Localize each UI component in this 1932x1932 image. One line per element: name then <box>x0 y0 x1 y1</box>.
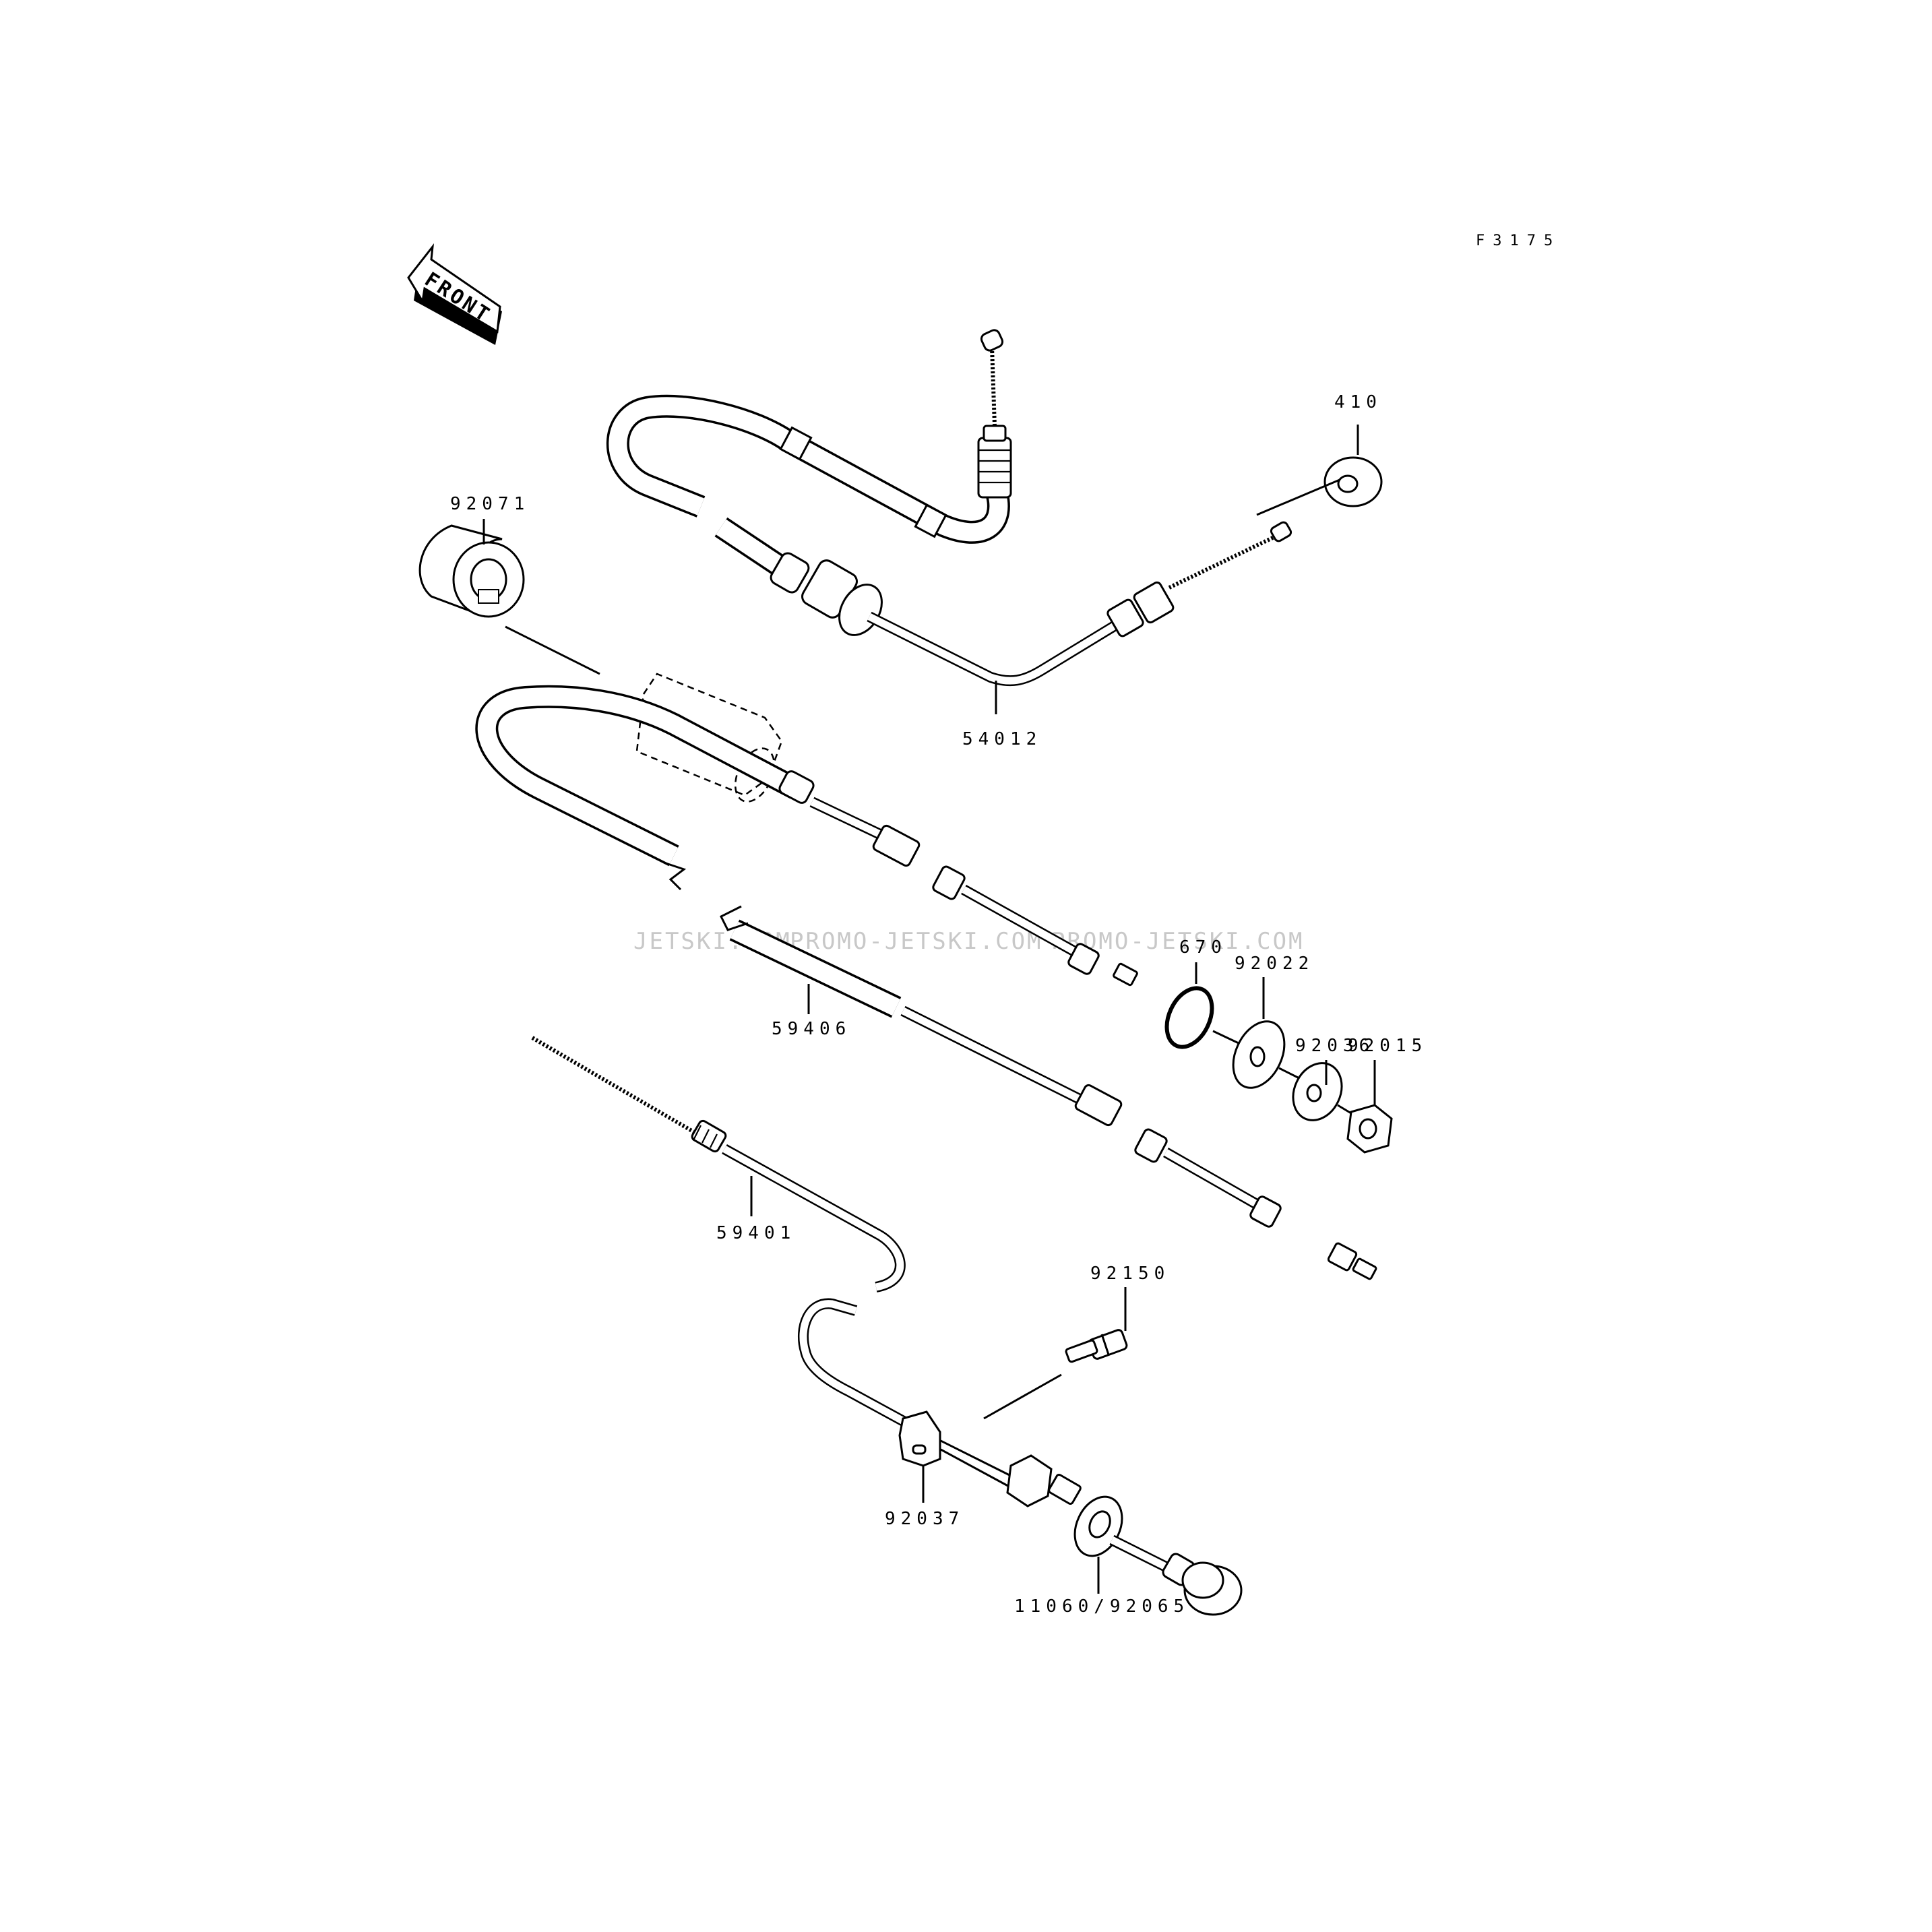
bolt-92150 <box>1065 1287 1128 1363</box>
part-label-59401: 59401 <box>716 1223 796 1243</box>
o-ring-670 <box>1164 962 1239 1049</box>
part-label-59406: 59406 <box>772 1019 851 1039</box>
part-label-92150: 92150 <box>1090 1264 1170 1284</box>
part-label-92015: 92015 <box>1348 1036 1427 1056</box>
part-label-410: 410 <box>1334 392 1382 412</box>
washer-410 <box>1256 456 1383 516</box>
part-label-11060-92065: 11060/92065 <box>1014 1596 1189 1617</box>
lock-washer-92036 <box>1292 1060 1352 1121</box>
throttle-cable-54012 <box>606 329 1292 687</box>
figure-code: F3175 <box>1476 232 1561 249</box>
part-label-92036: 92036 <box>1295 1036 1375 1056</box>
part-label-92071: 92071 <box>450 494 530 514</box>
part-label-92037: 92037 <box>885 1509 964 1529</box>
washer-92022 <box>1232 977 1300 1089</box>
front-arrow-icon: FRONT <box>407 243 502 345</box>
nut-92015 <box>1346 1060 1393 1154</box>
part-label-670: 670 <box>1179 937 1227 958</box>
grommet-92071 <box>418 524 600 675</box>
svg-text:PROMO-JETSKI.COM: PROMO-JETSKI.COM <box>790 928 1043 955</box>
part-labels: 410 92071 54012 670 92022 92036 92015 59… <box>450 392 1427 1617</box>
part-label-54012: 54012 <box>962 729 1042 749</box>
part-label-92022: 92022 <box>1235 954 1314 974</box>
leader-lines <box>482 425 1359 1594</box>
choke-cable-59401 <box>531 1036 1243 1616</box>
choke-cable-59406 <box>475 673 1377 1280</box>
